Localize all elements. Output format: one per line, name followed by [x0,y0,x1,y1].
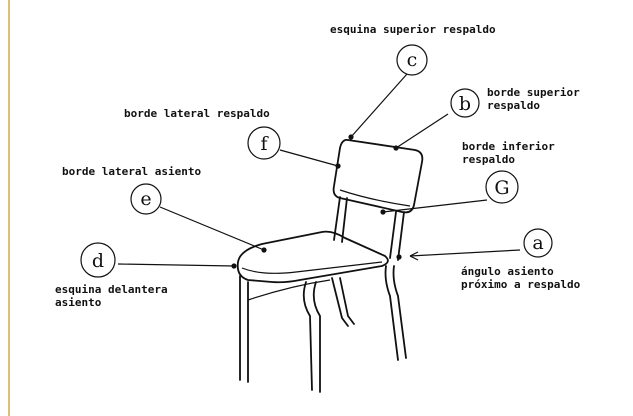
chair-leg-back-left [331,277,355,327]
chair-leg-front-left [239,275,249,383]
left-border-rule [8,0,10,416]
label-a-text-1: ángulo asiento [461,265,554,278]
letter-g: G [494,177,509,199]
letter-f: f [260,133,269,155]
letter-a: a [532,232,543,254]
letter-c: c [407,49,418,71]
chair-seat [236,230,389,284]
leader-lines [117,73,521,267]
label-a: a ángulo asiento próximo a respaldo [461,228,581,291]
chair-backrest-edge [339,189,411,207]
letter-d: d [92,250,104,272]
label-d: d esquina delantera asiento [55,242,168,309]
chair-back-post-right [389,211,405,261]
label-b: b borde superior respaldo [450,86,580,118]
chair-leg-back-right [384,265,407,361]
label-d-text-2: asiento [55,296,102,309]
label-g-text-1: borde inferior [462,140,555,153]
label-e-text: borde lateral asiento [62,165,201,178]
label-b-text-1: borde superior [487,86,580,99]
label-f: f borde lateral respaldo [124,107,281,160]
label-d-text-1: esquina delantera [55,283,168,296]
chair-drawing [236,139,424,393]
chair-rail [247,279,331,301]
letter-b: b [459,93,471,115]
label-e: e borde lateral asiento [62,165,201,215]
label-b-text-2: respaldo [487,99,540,112]
label-g: G borde inferior respaldo [462,140,555,204]
chair-backrest [332,139,424,214]
label-g-text-2: respaldo [462,153,515,166]
label-c: c esquina superior respaldo [330,23,496,76]
letter-e: e [140,188,151,210]
chair-leg-front-right [302,281,321,393]
label-c-text: esquina superior respaldo [330,23,496,36]
label-f-text: borde lateral respaldo [124,107,270,120]
leader-dots [231,134,402,269]
label-a-text-2: próximo a respaldo [461,278,581,291]
chair-seat-edge [241,261,383,274]
